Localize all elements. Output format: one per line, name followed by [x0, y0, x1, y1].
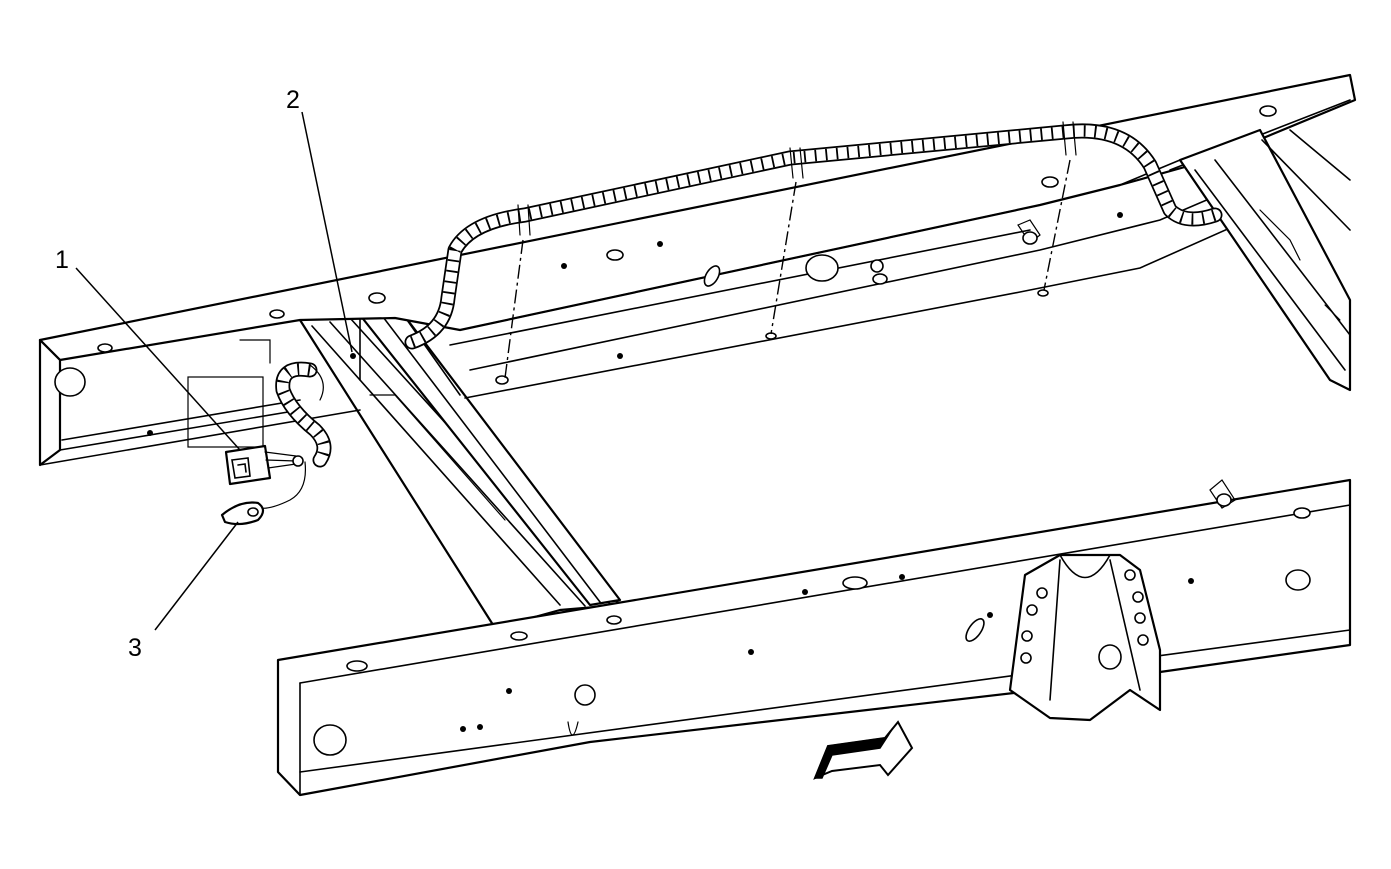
- wiring-harness: [275, 123, 1223, 468]
- ground-terminal: [220, 501, 265, 526]
- frame-stud-lower: [1209, 479, 1236, 509]
- harness-clip-1: [504, 204, 531, 379]
- harness-clip-2: [770, 147, 804, 335]
- direction-arrow-icon: [813, 720, 914, 780]
- left-frame-rail: [38, 73, 1357, 467]
- callout-1: 1: [55, 246, 69, 274]
- frame-stud-upper: [1017, 219, 1041, 245]
- leader-lines: [75, 111, 353, 631]
- callout-2: 2: [286, 86, 300, 114]
- callout-3: 3: [128, 634, 142, 662]
- rear-cross-member: [1178, 128, 1352, 392]
- harness-connector: [224, 444, 307, 509]
- spring-hanger-bracket: [1008, 553, 1162, 722]
- harness-clip-3: [1043, 121, 1077, 291]
